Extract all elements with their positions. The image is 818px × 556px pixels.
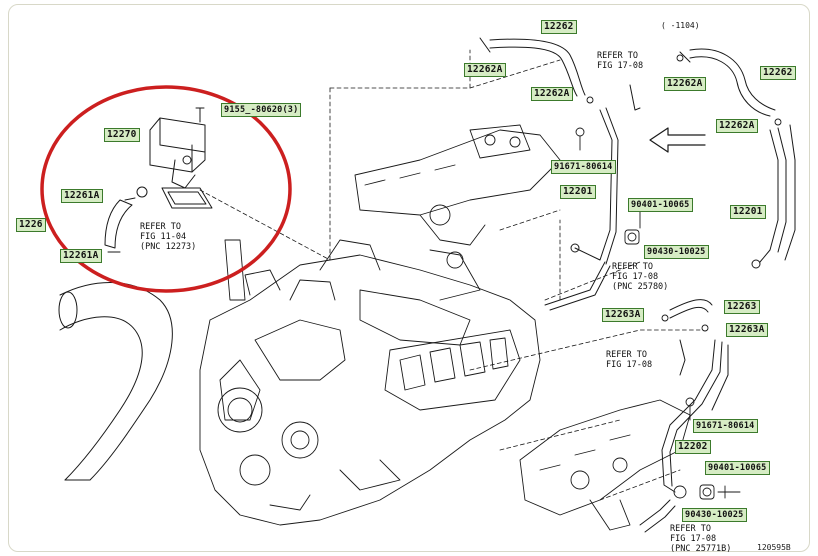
- variant-note: ( -1104): [661, 21, 700, 30]
- part-label-12270[interactable]: 12270: [104, 128, 140, 142]
- reference-fig-11-04: REFER TO FIG 11-04 (PNC 12273): [140, 222, 196, 252]
- ref-line: FIG 17-08: [606, 360, 653, 370]
- part-label-90401-bottom[interactable]: 90401-10065: [705, 461, 770, 475]
- left-radiator-hose: [58, 282, 173, 481]
- manifold-lower: [519, 399, 691, 531]
- highlight-circle: [40, 85, 292, 293]
- part-label-91671-bottom[interactable]: 91671-80614: [693, 419, 758, 433]
- pipe-12201-right: [751, 124, 796, 269]
- part-label-12263[interactable]: 12263: [724, 300, 760, 314]
- part-label-12202[interactable]: 12202: [675, 440, 711, 454]
- plug-and-gasket-bottom: [673, 484, 741, 500]
- part-label-12261[interactable]: 1226: [16, 218, 46, 232]
- part-label-91552-bolt[interactable]: 9155_-80620(3): [221, 103, 302, 117]
- pipe-12202: [639, 339, 729, 533]
- part-label-90430-bottom[interactable]: 90430-10025: [682, 508, 747, 522]
- hose-12261: [104, 197, 136, 253]
- part-label-90430-top[interactable]: 90430-10025: [644, 245, 709, 259]
- part-label-12201-mid[interactable]: 12201: [560, 185, 596, 199]
- part-label-12262a-top[interactable]: 12262A: [464, 63, 506, 77]
- ref-line: REFER TO: [140, 222, 181, 232]
- ref-line: FIG 17-08: [670, 534, 717, 544]
- part-label-12261a-1[interactable]: 12261A: [61, 189, 103, 203]
- part-label-12262a-right-1[interactable]: 12262A: [664, 77, 706, 91]
- canister-12270: [149, 107, 206, 189]
- ref-line: FIG 17-08: [597, 61, 644, 71]
- part-label-12263a-left[interactable]: 12263A: [602, 308, 644, 322]
- part-label-12262a-right-2[interactable]: 12262A: [716, 119, 758, 133]
- ref-line: REFER TO: [670, 524, 711, 534]
- engine-block: [199, 239, 541, 526]
- reference-fig-17-08-pnc-25780: REFER TO FIG 17-08 (PNC 25780): [612, 262, 668, 292]
- reference-fig-17-08-top: REFER TO FIG 17-08: [597, 51, 643, 71]
- ref-line: REFER TO: [606, 350, 647, 360]
- pipe-12201-mid: [544, 84, 641, 311]
- part-label-12262-top[interactable]: 12262: [541, 20, 577, 34]
- part-label-12263a-right[interactable]: 12263A: [726, 323, 768, 337]
- direction-arrow: [649, 127, 706, 153]
- ref-line: FIG 11-04: [140, 232, 187, 242]
- hose-12262-right: [679, 48, 776, 117]
- reference-fig-17-08-mid: REFER TO FIG 17-08: [606, 350, 652, 370]
- ref-line: (PNC 25780): [612, 282, 669, 292]
- gasket-12261: [136, 186, 213, 209]
- part-label-91671-top[interactable]: 91671-80614: [551, 160, 616, 174]
- part-label-12261a-2[interactable]: 12261A: [60, 249, 102, 263]
- part-label-12201-right[interactable]: 12201: [730, 205, 766, 219]
- leader-lines: [199, 49, 701, 501]
- ref-line: (PNC 25771B): [670, 544, 732, 554]
- ref-line: REFER TO: [612, 262, 653, 272]
- reference-fig-17-08-pnc-25771b: REFER TO FIG 17-08 (PNC 25771B): [670, 524, 731, 554]
- hose-12263: [669, 299, 713, 319]
- ref-line: FIG 17-08: [612, 272, 659, 282]
- hose-12262-top: [479, 37, 586, 97]
- plug-and-gasket-top: [624, 209, 645, 245]
- part-label-90401-top[interactable]: 90401-10065: [628, 198, 693, 212]
- part-label-12262-right[interactable]: 12262: [760, 66, 796, 80]
- part-label-12262a-mid[interactable]: 12262A: [531, 87, 573, 101]
- diagram-id: 120595B: [757, 543, 791, 552]
- clips: [575, 54, 782, 421]
- intake-manifold-upper: [354, 124, 561, 301]
- ref-line: REFER TO: [597, 51, 638, 61]
- diagram-frame: [8, 4, 810, 552]
- ref-line: (PNC 12273): [140, 242, 197, 252]
